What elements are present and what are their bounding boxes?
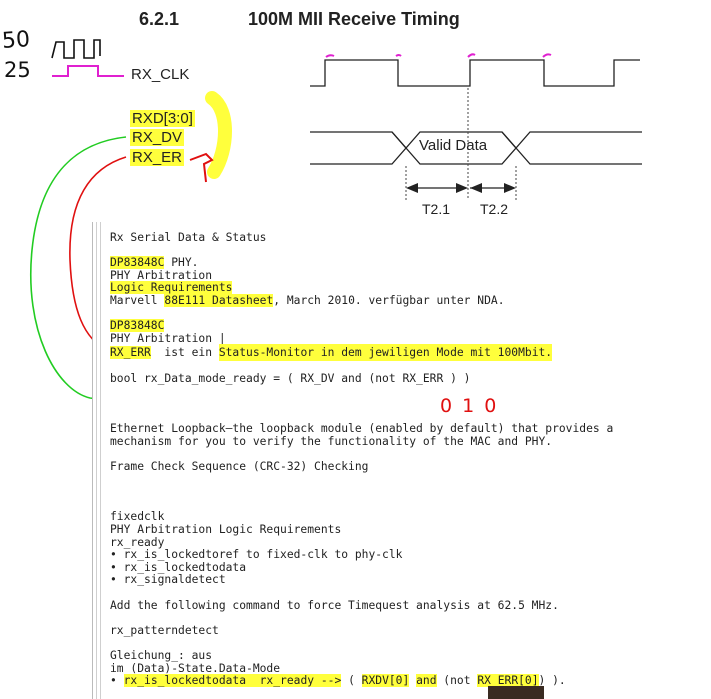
valid-data-label: Valid Data bbox=[419, 137, 488, 154]
t22-label: T2.2 bbox=[480, 201, 509, 217]
handwritten-clock-50 bbox=[51, 39, 101, 59]
note-line: Rx Serial Data & Status bbox=[110, 231, 267, 244]
note-line: fixedclk bbox=[110, 510, 165, 524]
section-number: 6.2.1 bbox=[139, 9, 180, 29]
note-line: • rx_is_lockedtodata bbox=[110, 560, 247, 574]
note-line: • rx_is_lockedtoref to fixed-clk to phy-… bbox=[110, 548, 403, 562]
notes-panel: Rx Serial Data & Status DP83848C PHY. PH… bbox=[92, 222, 711, 699]
red-squiggle bbox=[189, 152, 214, 183]
note-line: rx_patterndetect bbox=[110, 623, 219, 637]
t21-label: T2.1 bbox=[422, 201, 451, 217]
note-line: DP83848C PHY. bbox=[110, 256, 199, 270]
note-line: rx_ready bbox=[110, 535, 165, 549]
section-title: 100M MII Receive Timing bbox=[248, 9, 460, 29]
note-line: PHY Arbitration Logic Requirements bbox=[110, 523, 342, 537]
note-line: Add the following command to force Timeq… bbox=[110, 598, 559, 612]
signal-rx-dv: RX_DV bbox=[130, 129, 185, 146]
notes-text: Rx Serial Data & Status DP83848C PHY. PH… bbox=[110, 231, 710, 688]
note-line: • rx_is_lockedtodata rx_ready --> ( RXDV… bbox=[110, 674, 566, 688]
note-line: Gleichung_: aus bbox=[110, 649, 213, 662]
handwritten-010: 0 1 0 bbox=[440, 395, 499, 417]
note-line: Marvell 88E111 Datasheet, March 2010. ve… bbox=[110, 293, 505, 307]
note-line: DP83848C bbox=[110, 319, 165, 333]
note-line: Logic Requirements bbox=[110, 281, 233, 295]
note-line: PHY Arbitration | bbox=[110, 331, 226, 345]
rx-clk-waveform bbox=[310, 59, 640, 87]
photo-fragment bbox=[488, 686, 544, 699]
note-line: Frame Check Sequence (CRC-32) Checking bbox=[110, 460, 369, 474]
yellow-marker-bar bbox=[205, 91, 232, 179]
note-line: mechanism for you to verify the function… bbox=[110, 434, 553, 448]
red-arrow-rx-er bbox=[69, 156, 127, 351]
data-waveform-left bbox=[310, 131, 407, 165]
data-waveform-right bbox=[501, 131, 642, 165]
magenta-clock-25 bbox=[52, 65, 124, 77]
signal-rx-clk: RX_CLK bbox=[131, 66, 190, 83]
note-line: im (Data)-State.Data-Mode bbox=[110, 661, 281, 675]
signal-rxd: RXD[3:0] bbox=[130, 110, 195, 127]
note-line: RX_ERR ist ein Status-Monitor in dem jew… bbox=[110, 344, 553, 362]
note-line-bool: bool rx_Data_mode_ready = ( RX_DV and (n… bbox=[110, 371, 471, 385]
note-line: Ethernet Loopback—the loopback module (e… bbox=[110, 422, 614, 436]
note-line: • rx_signaldetect bbox=[110, 573, 226, 587]
note-line: PHY Arbitration bbox=[110, 268, 213, 282]
handwritten-25: 25 bbox=[4, 58, 31, 82]
signal-rx-er: RX_ER bbox=[130, 149, 185, 166]
